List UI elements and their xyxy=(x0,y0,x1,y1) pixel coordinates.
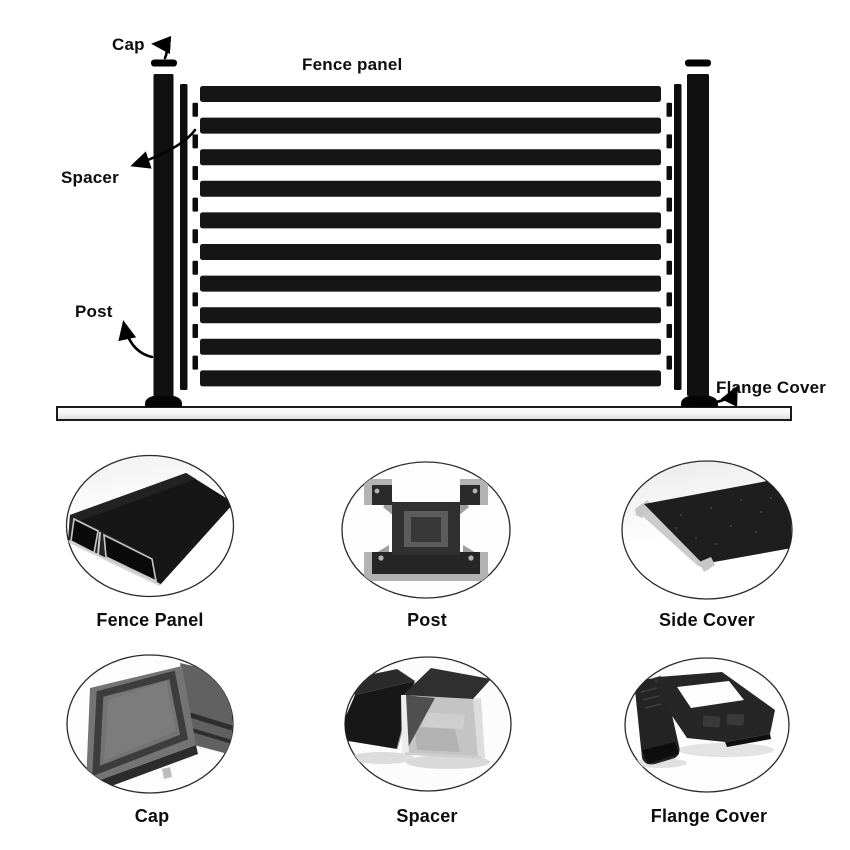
left-post xyxy=(153,74,174,396)
post-photo xyxy=(341,461,511,599)
post-callout-label: Post xyxy=(75,302,113,321)
post-arrow xyxy=(118,320,154,359)
fence-slat xyxy=(200,275,661,292)
fence-panel-photo xyxy=(65,454,235,598)
spacer-dash xyxy=(666,324,672,338)
spacer-callout-label: Spacer xyxy=(61,168,119,187)
spacer-dash xyxy=(666,229,672,244)
spacer-dash xyxy=(192,292,198,307)
post-gallery-label: Post xyxy=(407,610,447,630)
cap-callout-label: Cap xyxy=(112,35,145,54)
spacer-dash xyxy=(666,134,672,149)
fence-slats xyxy=(200,86,661,387)
right-cap xyxy=(685,59,711,67)
fence-slat xyxy=(200,370,661,387)
side-cover-photo xyxy=(621,460,793,600)
spacer-dash xyxy=(666,355,672,370)
side-cover-gallery-label: Side Cover xyxy=(658,610,756,630)
spacer-dash xyxy=(192,355,198,370)
cap-arrow xyxy=(151,35,172,60)
fence-assembly-diagram: Cap Fence panel Spacer Post Flange Cover xyxy=(56,35,826,421)
flange-cover-arrow xyxy=(699,385,738,408)
spacer-gallery-label: Spacer xyxy=(396,806,458,826)
flange-cover-callout-label: Flange Cover xyxy=(716,378,826,397)
spacer-arrow xyxy=(130,128,197,169)
fence-slat xyxy=(200,212,661,229)
fence-slat xyxy=(200,117,661,134)
spacer-dash xyxy=(666,197,672,212)
spacer-dash xyxy=(192,260,198,275)
right-post xyxy=(687,74,709,396)
left-cap xyxy=(151,59,177,67)
flange-cover-gallery-label: Flange Cover xyxy=(650,806,768,826)
spacer-dash xyxy=(192,229,198,244)
ground-bar xyxy=(56,406,792,421)
flange-cover-photo xyxy=(624,657,790,793)
spacer-dash xyxy=(666,292,672,307)
fence-spacer-dashes xyxy=(192,102,672,370)
fence-panel-gallery-label: Fence Panel xyxy=(96,610,204,630)
fence-panel-callout-label: Fence panel xyxy=(302,55,402,74)
cap-photo xyxy=(66,654,234,794)
right-panel-rail xyxy=(674,84,682,390)
left-flange xyxy=(145,394,182,407)
spacer-photo xyxy=(344,656,512,792)
fence-slat xyxy=(200,338,661,355)
fence-slat xyxy=(200,180,661,197)
cap-gallery-label: Cap xyxy=(134,806,170,826)
spacer-dash xyxy=(192,134,198,149)
spacer-dash xyxy=(666,102,672,117)
fence-slat xyxy=(200,149,661,166)
spacer-dash xyxy=(192,102,198,117)
fence-slat xyxy=(200,244,661,260)
left-panel-rail xyxy=(180,84,188,390)
fence-slat xyxy=(200,86,661,102)
spacer-dash xyxy=(192,324,198,338)
spacer-dash xyxy=(666,260,672,275)
spacer-dash xyxy=(666,166,672,180)
spacer-dash xyxy=(192,197,198,212)
fence-slat xyxy=(200,307,661,324)
spacer-dash xyxy=(192,166,198,180)
